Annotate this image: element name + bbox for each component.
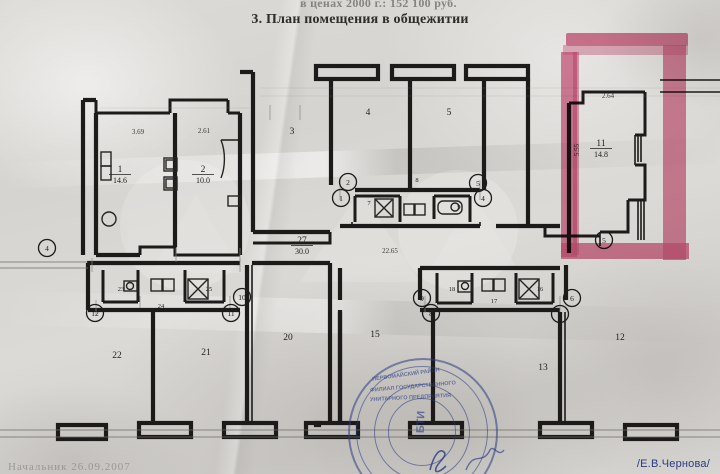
room-area-11: 14.8 — [594, 150, 608, 159]
room-label-11: 11 — [596, 139, 605, 149]
node-label-11: 11 — [227, 309, 234, 318]
node-label-4: 4 — [45, 244, 49, 253]
node-marker-5: 5 — [594, 230, 614, 250]
node-marker-9: 9 — [412, 288, 432, 308]
node-label-10: 10 — [238, 293, 246, 302]
small-room-label-24: 24 — [158, 303, 165, 310]
small-room-label-16: 16 — [537, 286, 544, 293]
node-circle — [85, 303, 105, 323]
node-circle — [562, 288, 582, 308]
node-marker-4: 4 — [37, 238, 57, 258]
room-label-22: 22 — [112, 351, 122, 361]
node-label-12: 12 — [91, 309, 99, 318]
room-label-27: 27 — [297, 236, 307, 246]
signature-name: /Е.В.Чернова/ — [636, 458, 710, 470]
dimension-label-1: 2.61 — [198, 127, 211, 135]
dimension-label-3: 5.55 — [573, 143, 581, 156]
node-label-6: 6 — [570, 294, 574, 303]
small-room-label-9: 9 — [457, 204, 460, 211]
top-cropped-text-strip: в ценах 2000 г.: 152 100 руб. — [0, 0, 720, 13]
node-circle — [412, 288, 432, 308]
small-room-label-17: 17 — [491, 298, 498, 305]
room-label-15: 15 — [370, 330, 380, 340]
top-partial-text: в ценах 2000 г.: 152 100 руб. — [300, 0, 457, 10]
small-room-label-7: 7 — [367, 200, 371, 207]
node-circle — [37, 238, 57, 258]
room-label-20: 20 — [283, 333, 293, 343]
node-label-2: 2 — [346, 178, 350, 187]
node-label-1: 1 — [339, 194, 343, 203]
node-circle — [421, 303, 441, 323]
room-label-5: 5 — [447, 108, 452, 118]
node-marker-1: 1 — [331, 188, 351, 208]
room-label-12: 12 — [615, 333, 625, 343]
footer-date: Начальник 26.09.2007 — [8, 461, 131, 473]
room-label-13: 13 — [538, 363, 548, 373]
room-area-2: 10.0 — [196, 176, 210, 185]
node-circle — [221, 303, 241, 323]
node-marker-11: 11 — [221, 303, 241, 323]
node-label-5: 5 — [476, 179, 480, 188]
node-marker-2: 2 — [338, 172, 358, 192]
small-room-label-25: 25 — [206, 286, 213, 293]
node-label-4: 4 — [481, 194, 485, 203]
node-circle — [473, 188, 493, 208]
dimension-label-0: 3.69 — [132, 128, 145, 136]
node-circle — [331, 188, 351, 208]
node-marker-7: 7 — [550, 304, 570, 324]
node-label-9: 9 — [420, 294, 424, 303]
room-area-1: 14.6 — [113, 176, 127, 185]
node-marker-6: 6 — [562, 288, 582, 308]
page-title: 3. План помещения в общежитии — [251, 12, 469, 27]
node-label-5: 5 — [602, 236, 606, 245]
room-label-3: 3 — [290, 127, 295, 137]
room-label-4: 4 — [366, 108, 371, 118]
handwritten-signature — [429, 447, 505, 473]
room-label-2: 2 — [201, 165, 206, 175]
room-label-1: 1 — [118, 165, 123, 175]
small-room-label-18: 18 — [449, 286, 456, 293]
dimension-label-2: 2.64 — [602, 92, 615, 100]
room-label-6: 6 — [526, 132, 531, 142]
node-label-7: 7 — [558, 310, 562, 319]
node-circle — [550, 304, 570, 324]
small-room-label-23: 23 — [118, 286, 125, 293]
node-circle — [338, 172, 358, 192]
node-label-8: 8 — [429, 309, 433, 318]
small-room-label-8: 8 — [415, 177, 418, 184]
room-area-27: 30.0 — [295, 247, 309, 256]
dimension-label-4: 22.65 — [382, 247, 398, 255]
node-marker-8: 8 — [421, 303, 441, 323]
node-marker-12: 12 — [85, 303, 105, 323]
room-label-21: 21 — [201, 348, 211, 358]
node-circle — [232, 287, 252, 307]
node-marker-4: 4 — [473, 188, 493, 208]
node-marker-10: 10 — [232, 287, 252, 307]
